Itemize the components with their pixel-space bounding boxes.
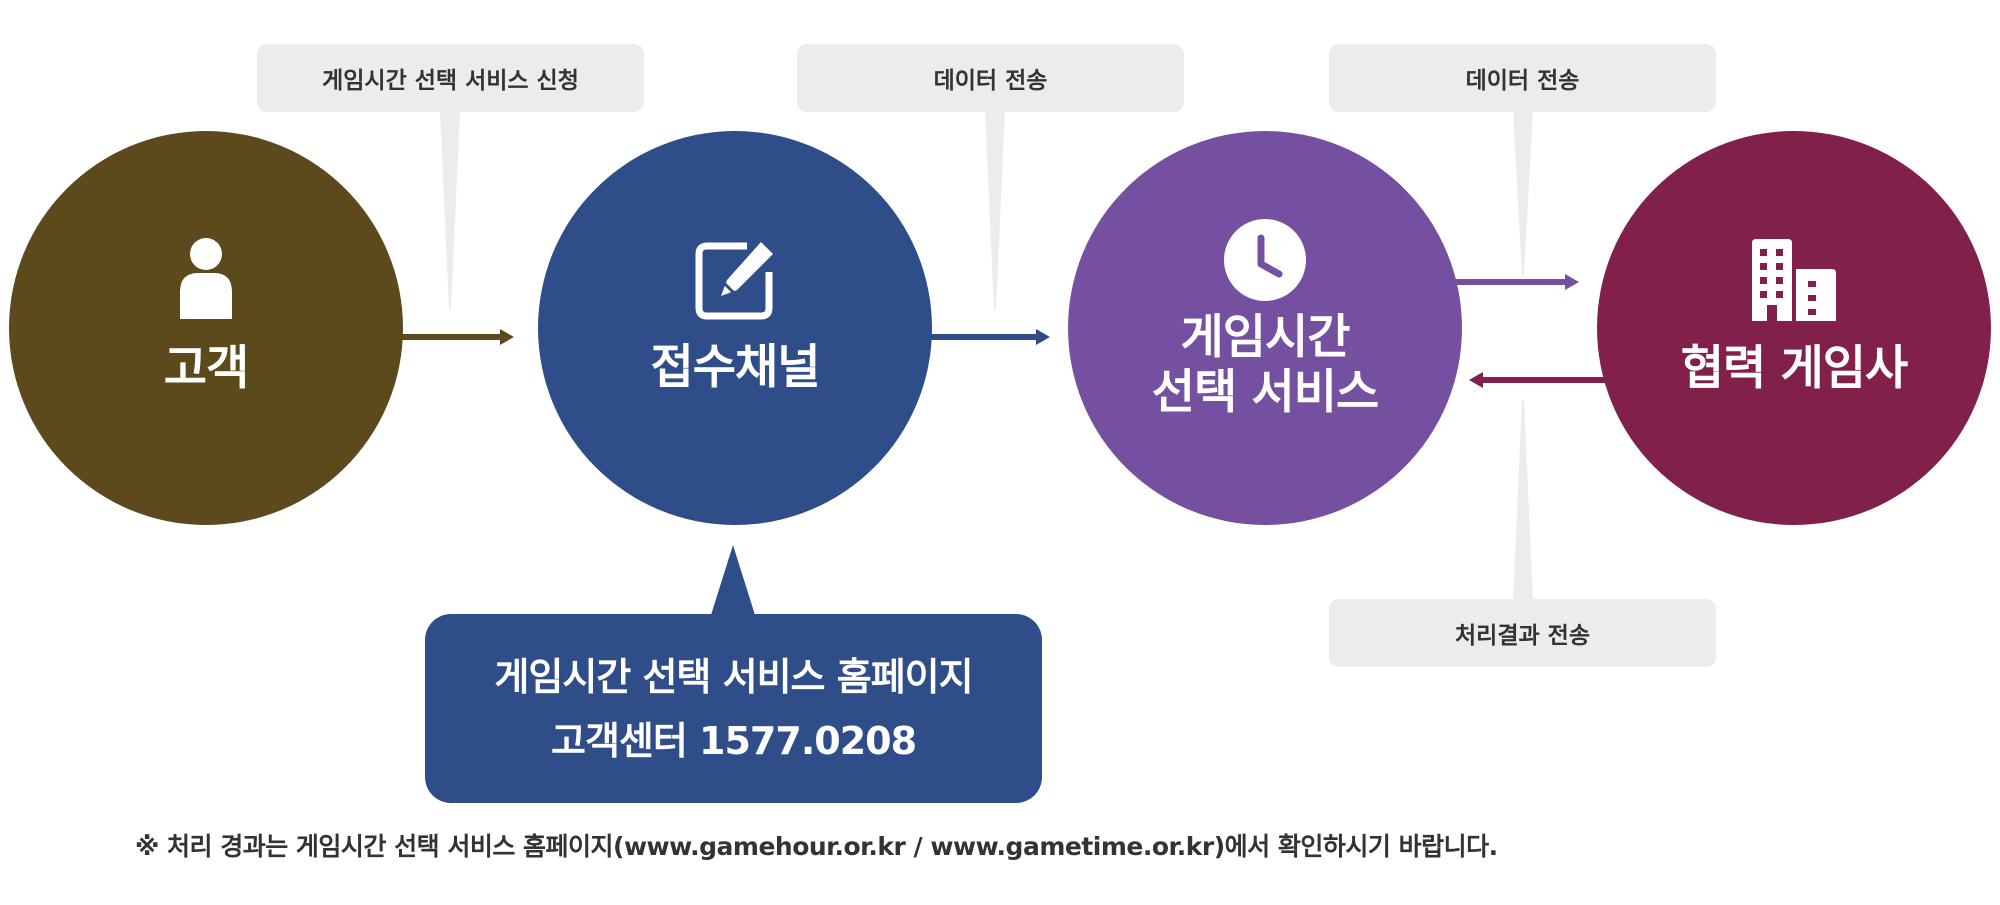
callout-tail-apply xyxy=(440,110,460,310)
node-partner-label: 협력 게임사 xyxy=(1680,341,1909,397)
node-customer: 고객 xyxy=(9,131,403,525)
arrow-channel-to-service xyxy=(928,329,1050,345)
info-box-homepage: 게임시간 선택 서비스 홈페이지 xyxy=(494,654,973,699)
callout-tail-result xyxy=(1513,400,1533,602)
clock-icon xyxy=(1224,218,1306,301)
footnote: ※ 처리 경과는 게임시간 선택 서비스 홈페이지(www.gamehour.o… xyxy=(135,832,1498,861)
callout-result-send-text: 처리결과 전송 xyxy=(1455,623,1590,649)
arrow-partner-to-service xyxy=(1469,372,1614,388)
callout-apply-text: 게임시간 선택 서비스 신청 xyxy=(322,68,579,94)
info-box-call-center: 고객센터 1577.0208 xyxy=(550,718,917,763)
arrow-customer-to-channel xyxy=(400,329,514,345)
arrow-service-to-partner xyxy=(1455,274,1579,290)
person-icon xyxy=(180,238,232,320)
node-channel-label: 접수채널 xyxy=(650,340,821,396)
node-partner: 협력 게임사 xyxy=(1597,131,1991,525)
callout-apply: 게임시간 선택 서비스 신청 xyxy=(257,44,644,112)
callout-data-send-2: 데이터 전송 xyxy=(1329,44,1716,112)
callout-data-send-1-text: 데이터 전송 xyxy=(933,68,1048,94)
callout-tail-send2 xyxy=(1513,110,1533,275)
node-service: 게임시간 선택 서비스 xyxy=(1068,131,1462,525)
info-box: 게임시간 선택 서비스 홈페이지 고객센터 1577.0208 xyxy=(425,614,1042,803)
node-channel: 접수채널 xyxy=(538,131,932,525)
info-box-pointer xyxy=(711,545,755,615)
building-icon xyxy=(1752,239,1836,322)
callout-data-send-2-text: 데이터 전송 xyxy=(1465,68,1580,94)
callout-data-send-1: 데이터 전송 xyxy=(797,44,1184,112)
node-service-label-line1: 게임시간 xyxy=(1180,309,1351,365)
edit-icon xyxy=(695,242,773,320)
callout-result-send: 처리결과 전송 xyxy=(1329,599,1716,667)
node-service-label-line2: 선택 서비스 xyxy=(1151,365,1380,420)
callout-tail-send1 xyxy=(985,110,1005,310)
node-customer-label: 고객 xyxy=(163,341,249,397)
